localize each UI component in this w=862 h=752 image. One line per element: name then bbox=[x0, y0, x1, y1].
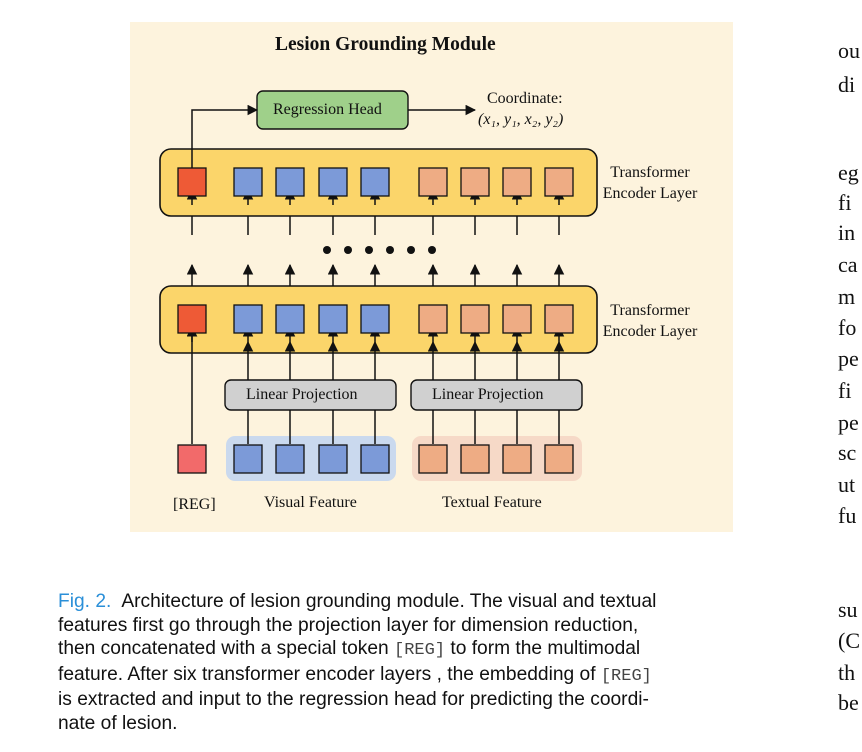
caption-reg-token-2: [REG] bbox=[600, 666, 652, 686]
textual-token-top-6 bbox=[418, 167, 448, 197]
visual-token-bottom-5 bbox=[360, 304, 390, 334]
ellipsis-dot-4 bbox=[386, 246, 394, 254]
textual-token-input-8 bbox=[502, 444, 532, 474]
coordinate-label: Coordinate: bbox=[487, 90, 563, 107]
reg-token-bottom-1 bbox=[177, 304, 207, 334]
visual-token-top-2 bbox=[233, 167, 263, 197]
caption-line-5: is extracted and input to the regression… bbox=[58, 689, 649, 710]
linear-projection-textual-label: Linear Projection bbox=[432, 386, 544, 403]
caption-fig-label: Fig. 2. bbox=[58, 591, 112, 612]
linear-projection-visual-label: Linear Projection bbox=[246, 386, 358, 403]
visual-token-input-4 bbox=[318, 444, 348, 474]
ellipsis-dot-6 bbox=[428, 246, 436, 254]
caption-line-3b: to form the multimodal bbox=[445, 638, 641, 659]
adjacent-column-line: ut bbox=[838, 472, 856, 497]
arrow-reg-to-regression-head bbox=[191, 104, 259, 177]
architecture-diagram bbox=[159, 90, 598, 481]
textual-token-bottom-9 bbox=[544, 304, 574, 334]
adjacent-column-line: fi bbox=[838, 378, 852, 403]
linear-projection-visual-box bbox=[224, 379, 397, 411]
ellipsis-dot-5 bbox=[407, 246, 415, 254]
caption-line-6: nate of lesion. bbox=[58, 712, 178, 734]
figure-caption: Fig. 2. Architecture of lesion grounding … bbox=[58, 590, 838, 735]
caption-line-4a: feature. After six transformer encoder l… bbox=[58, 663, 601, 685]
figure-panel: Lesion Grounding Module Regression Head … bbox=[130, 22, 733, 532]
visual-feature-group-bg bbox=[226, 436, 396, 481]
visual-token-input-2 bbox=[233, 444, 263, 474]
visual-token-input-3 bbox=[275, 444, 305, 474]
visual-token-bottom-4 bbox=[318, 304, 348, 334]
textual-token-input-7 bbox=[460, 444, 490, 474]
textual-feature-label: Textual Feature bbox=[442, 494, 542, 511]
encoder-bottom-label-line1: Transformer bbox=[610, 302, 690, 319]
ellipsis-dot-3 bbox=[365, 246, 373, 254]
adjacent-column-line: m bbox=[838, 284, 856, 309]
adjacent-column-line: sc bbox=[838, 440, 857, 465]
encoder-bottom-label: Transformer Encoder Layer bbox=[580, 300, 720, 342]
caption-line-3a: then concatenated with a special token bbox=[58, 638, 395, 659]
textual-token-top-9 bbox=[544, 167, 574, 197]
textual-token-top-8 bbox=[502, 167, 532, 197]
regression-head-label: Regression Head bbox=[273, 101, 382, 118]
adjacent-column-line: su bbox=[838, 597, 858, 622]
ellipsis-dot-1 bbox=[323, 246, 331, 254]
encoder-top-label: Transformer Encoder Layer bbox=[580, 162, 720, 204]
adjacent-column-line: be bbox=[838, 690, 859, 715]
visual-token-top-4 bbox=[318, 167, 348, 197]
textual-feature-group-bg bbox=[412, 436, 582, 481]
visual-token-top-5 bbox=[360, 167, 390, 197]
adjacent-column-line: eg bbox=[838, 160, 859, 185]
encoder-bottom-label-line2: Encoder Layer bbox=[602, 323, 698, 340]
adjacent-column-line: ca bbox=[838, 252, 858, 277]
textual-token-input-6 bbox=[418, 444, 448, 474]
textual-token-input-9 bbox=[544, 444, 574, 474]
linear-projection-textual-box bbox=[410, 379, 583, 411]
reg-token-top-1 bbox=[177, 167, 207, 197]
visual-token-bottom-2 bbox=[233, 304, 263, 334]
adjacent-column-line: ou bbox=[838, 38, 860, 63]
visual-token-bottom-3 bbox=[275, 304, 305, 334]
visual-token-input-5 bbox=[360, 444, 390, 474]
adjacent-column-line: fi bbox=[838, 190, 852, 215]
caption-reg-token-1: [REG] bbox=[394, 641, 446, 660]
adjacent-column-line: in bbox=[838, 220, 856, 245]
visual-feature-label: Visual Feature bbox=[264, 494, 357, 511]
encoder-top-label-line2: Encoder Layer bbox=[602, 185, 698, 202]
visual-token-top-3 bbox=[275, 167, 305, 197]
adjacent-column-line: fu bbox=[838, 503, 857, 528]
adjacent-column-line: fo bbox=[838, 315, 857, 340]
encoder-top-label-line1: Transformer bbox=[610, 164, 690, 181]
reg-token-label: [REG] bbox=[173, 496, 216, 513]
textual-token-bottom-6 bbox=[418, 304, 448, 334]
textual-token-top-7 bbox=[460, 167, 490, 197]
adjacent-column-line: di bbox=[838, 72, 856, 97]
coordinate-formula: (x₁, y₁, x₂, y₂) bbox=[478, 111, 564, 128]
caption-line-1: Architecture of lesion grounding module.… bbox=[121, 591, 657, 612]
adjacent-column-line: pe bbox=[838, 410, 859, 435]
reg-token-input-1 bbox=[177, 444, 207, 474]
ellipsis-dot-2 bbox=[344, 246, 352, 254]
figure-title: Lesion Grounding Module bbox=[275, 34, 496, 55]
caption-line-2: features first go through the projection… bbox=[58, 614, 639, 636]
adjacent-column-line: th bbox=[838, 660, 856, 685]
textual-token-bottom-8 bbox=[502, 304, 532, 334]
adjacent-column-line: pe bbox=[838, 346, 859, 371]
adjacent-column-line: (C bbox=[838, 628, 860, 653]
textual-token-bottom-7 bbox=[460, 304, 490, 334]
